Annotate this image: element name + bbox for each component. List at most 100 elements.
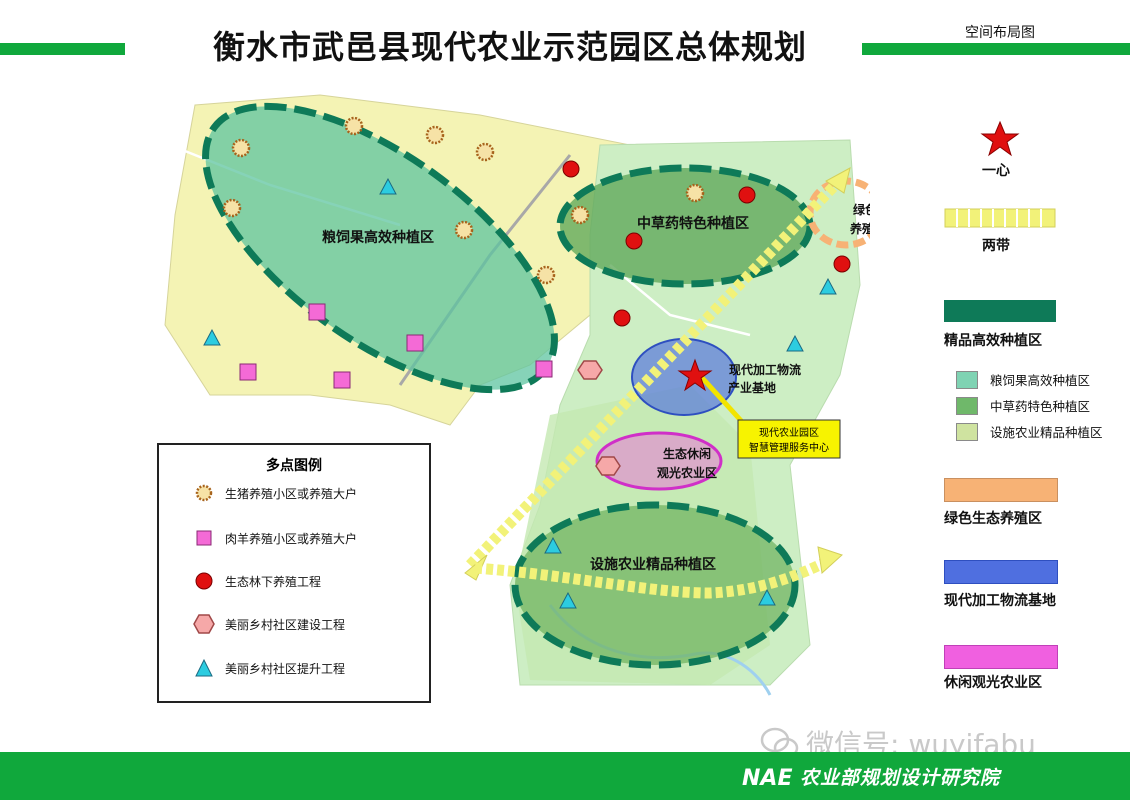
legend-label: 美丽乡村社区提升工程 bbox=[225, 661, 346, 676]
callout-line-1: 现代农业园区 bbox=[759, 426, 819, 439]
label-green-line1: 绿色生态 bbox=[853, 202, 870, 217]
legend-sub-label: 中草药特色种植区 bbox=[990, 399, 1091, 414]
leisure-zone-swatch bbox=[944, 645, 1058, 669]
community-upgrade-markers bbox=[203, 177, 837, 609]
org-brand: NAE 农业部规划设计研究院 bbox=[740, 760, 1100, 792]
belt-east-west bbox=[474, 546, 843, 599]
legend-label: 生态林下养殖工程 bbox=[225, 574, 322, 589]
legend-sub-grain: 粮饲果高效种植区 bbox=[956, 370, 1090, 389]
legend-one-core: 一心 bbox=[982, 163, 1010, 179]
legend-sub-label: 粮饲果高效种植区 bbox=[990, 373, 1091, 388]
road bbox=[609, 264, 751, 337]
premium-zone-swatch bbox=[944, 300, 1056, 322]
community-upgrade-icon bbox=[786, 334, 804, 352]
legend-label: 美丽乡村社区建设工程 bbox=[225, 617, 346, 632]
legend-label: 肉羊养殖小区或养殖大户 bbox=[225, 531, 358, 546]
map-subtitle: 空间布局图 bbox=[965, 25, 1035, 41]
community-build-icon bbox=[193, 613, 215, 635]
point-legend: 多点图例 生猪养殖小区或养殖大户 肉羊养殖小区或养殖大户 生态林下养殖工程 美丽… bbox=[157, 443, 431, 703]
community-upgrade-icon bbox=[758, 588, 776, 606]
planning-map: 现代农业园区 智慧管理服务中心 粮饲果高效种植区 中草药特色种植区 绿色生态 养… bbox=[150, 85, 901, 719]
forest-farm-icon bbox=[625, 232, 643, 250]
legend-premium-zone: 精品高效种植区 bbox=[944, 333, 1042, 349]
community-build-markers bbox=[577, 360, 621, 476]
pig-farm-icon bbox=[685, 183, 705, 203]
structure-legend: 一心 两带 精品高效种植区 粮饲果高效种植区 中草药特色种植区 设施农业精品种植… bbox=[930, 110, 1130, 710]
community-upgrade-icon bbox=[819, 277, 837, 295]
legend-two-belts: 两带 bbox=[982, 238, 1010, 254]
zone-leisure-ellipse bbox=[595, 431, 723, 491]
legend-sub-herb: 中草药特色种植区 bbox=[956, 396, 1090, 415]
community-upgrade-icon bbox=[559, 591, 577, 609]
facility-swatch bbox=[956, 422, 978, 441]
title-bar-left bbox=[0, 43, 125, 55]
community-upgrade-icon bbox=[193, 657, 215, 679]
processing-base-swatch bbox=[944, 560, 1058, 584]
org-name-text: 农业部规划设计研究院 bbox=[800, 766, 1001, 789]
forest-farm-icon bbox=[193, 570, 215, 592]
legend-sub-facility: 设施农业精品种植区 bbox=[956, 422, 1103, 441]
forest-farm-icon bbox=[562, 160, 580, 178]
pig-farm-icon bbox=[570, 205, 590, 225]
sheep-farm-icon bbox=[535, 360, 553, 378]
herb-swatch bbox=[956, 396, 978, 415]
callout-leader bbox=[693, 368, 747, 427]
label-zone-herb: 中草药特色种植区 bbox=[637, 215, 749, 232]
pig-farm-icon bbox=[425, 125, 445, 145]
forest-farm-icon bbox=[833, 255, 851, 273]
footer-bar bbox=[0, 752, 1130, 800]
green-breeding-swatch bbox=[944, 478, 1058, 502]
sheep-farm-markers bbox=[239, 303, 553, 389]
nae-logo-icon: NAE bbox=[742, 766, 792, 791]
legend-item-community-upgrade: 美丽乡村社区提升工程 bbox=[193, 657, 345, 679]
sheep-farm-icon bbox=[193, 527, 215, 549]
community-upgrade-icon bbox=[379, 177, 397, 195]
legend-item-sheep: 肉羊养殖小区或养殖大户 bbox=[193, 527, 357, 549]
legend-item-pig: 生猪养殖小区或养殖大户 bbox=[193, 482, 357, 504]
legend-item-community-build: 美丽乡村社区建设工程 bbox=[193, 613, 345, 635]
pig-farm-icon bbox=[222, 198, 242, 218]
sheep-farm-icon bbox=[406, 334, 424, 352]
community-build-icon bbox=[577, 360, 603, 380]
pig-farm-icon bbox=[231, 138, 251, 158]
svg-text:NAE: NAE bbox=[742, 766, 792, 791]
community-upgrade-icon bbox=[544, 536, 562, 554]
forest-farm-icon bbox=[738, 186, 756, 204]
label-green-line2: 养殖区 bbox=[849, 221, 870, 236]
legend-green-breeding: 绿色生态养殖区 bbox=[944, 511, 1042, 527]
forest-farm-markers bbox=[562, 160, 851, 327]
pig-farm-markers bbox=[222, 116, 705, 285]
core-star-icon bbox=[677, 358, 713, 392]
label-leisure-line2: 观光农业区 bbox=[657, 465, 717, 480]
sheep-farm-icon bbox=[308, 303, 326, 321]
legend-leisure-zone: 休闲观光农业区 bbox=[944, 675, 1042, 691]
pig-farm-icon bbox=[475, 142, 495, 162]
belt-arrow-e bbox=[817, 546, 843, 574]
belt-arrow-ne bbox=[825, 167, 851, 194]
legend-sub-label: 设施农业精品种植区 bbox=[990, 425, 1103, 440]
belt-swatch bbox=[944, 208, 1056, 228]
community-build-icon bbox=[595, 456, 621, 476]
core-star-icon bbox=[980, 120, 1020, 157]
legend-label: 生猪养殖小区或养殖大户 bbox=[225, 486, 358, 501]
callout-line-2: 智慧管理服务中心 bbox=[749, 441, 829, 454]
forest-farm-icon bbox=[613, 309, 631, 327]
page-title: 衡水市武邑县现代农业示范园区总体规划 bbox=[212, 28, 807, 66]
label-leisure-line1: 生态休闲 bbox=[663, 446, 711, 461]
pig-farm-icon bbox=[536, 265, 556, 285]
pig-farm-icon bbox=[344, 116, 364, 136]
legend-processing-base: 现代加工物流基地 bbox=[944, 593, 1056, 609]
pig-farm-icon bbox=[454, 220, 474, 240]
sheep-farm-icon bbox=[333, 371, 351, 389]
label-zone-facility: 设施农业精品种植区 bbox=[590, 556, 716, 573]
callout-box bbox=[737, 419, 841, 459]
pig-farm-icon bbox=[193, 482, 215, 504]
title-bar-right bbox=[862, 43, 1130, 55]
label-processing-line1: 现代加工物流 bbox=[729, 362, 801, 377]
point-legend-title: 多点图例 bbox=[266, 458, 322, 474]
community-upgrade-icon bbox=[203, 328, 221, 346]
grain-swatch bbox=[956, 370, 978, 389]
label-zone-grain: 粮饲果高效种植区 bbox=[322, 229, 434, 246]
legend-item-forest: 生态林下养殖工程 bbox=[193, 570, 321, 592]
sheep-farm-icon bbox=[239, 363, 257, 381]
